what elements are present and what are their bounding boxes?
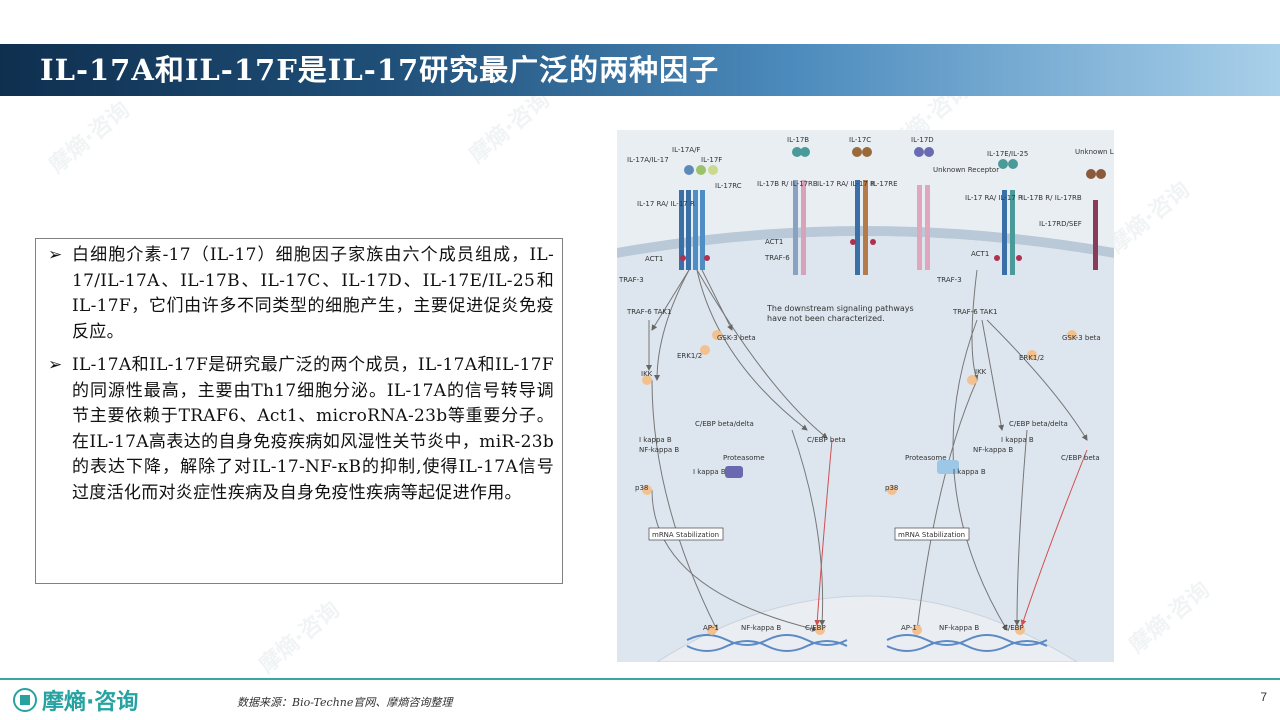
- proteasome-icon: [937, 460, 959, 474]
- pathway-svg: IL-17A/F IL-17A/IL-17 IL-17F IL-17B IL-1…: [617, 136, 1114, 662]
- label-erk: ERK1/2: [677, 352, 702, 360]
- label-traf6-tak1: TRAF-6 TAK1: [952, 308, 997, 316]
- watermark: 摩熵·咨询: [1124, 577, 1215, 659]
- label-mrna: mRNA Stabilization: [652, 531, 719, 539]
- label-il17ra-left: IL-17 RA/ IL-17 R: [637, 200, 695, 208]
- dna-strand-right: [886, 634, 1048, 646]
- label-act1: ACT1: [971, 250, 989, 258]
- label-nfkb: NF-kappa B: [973, 446, 1013, 454]
- receptor-il17e: [998, 159, 1018, 275]
- label-il17a-il17: IL-17A/IL-17: [627, 156, 669, 164]
- dna-strand-left: [686, 640, 848, 652]
- bullet-text: 白细胞介素-17（IL-17）细胞因子家族由六个成员组成，IL-17/IL-17…: [72, 245, 554, 342]
- label-act1: ACT1: [645, 255, 663, 263]
- label-traf3: TRAF-3: [936, 276, 962, 284]
- receptor-il17c: [852, 147, 872, 275]
- label-cebp: C/EBP: [1003, 624, 1024, 632]
- label-il17e: IL-17E/IL-25: [987, 150, 1028, 158]
- label-cebp-bd: C/EBP beta/delta: [1009, 420, 1068, 428]
- label-ikappab: I kappa B: [1001, 436, 1034, 444]
- footer-divider: [0, 678, 1280, 680]
- label-mrna: mRNA Stabilization: [898, 531, 965, 539]
- label-unknown-receptor: Unknown Receptor: [933, 166, 999, 174]
- title-banner: IL-17A和IL-17F是IL-17研究最广泛的两种因子: [0, 44, 1280, 96]
- mrna-box: [648, 527, 724, 541]
- brand-logo: 摩熵·咨询: [12, 684, 138, 716]
- brand-name: 摩熵·咨询: [42, 690, 139, 715]
- label-cebp: C/EBP: [805, 624, 826, 632]
- label-cebp-b: C/EBP beta: [1061, 454, 1100, 462]
- label-ap1: AP-1: [901, 624, 917, 632]
- label-ikappab: I kappa B: [693, 468, 726, 476]
- dna-strand-left: [686, 634, 848, 646]
- page-title: IL-17A和IL-17F是IL-17研究最广泛的两种因子: [40, 53, 720, 87]
- label-ikappab: I kappa B: [953, 468, 986, 476]
- label-proteasome: Proteasome: [905, 454, 947, 462]
- receptor-il17b: [792, 147, 810, 275]
- cytoplasm: [617, 236, 1114, 662]
- label-ikk: IKK: [975, 368, 987, 376]
- label-il17af: IL-17A/F: [672, 146, 700, 154]
- proteasome-icon: [725, 466, 743, 478]
- label-il17rc: IL-17RC: [715, 182, 742, 190]
- label-unknown-ligand: Unknown Ligand: [1075, 148, 1114, 156]
- label-nfkb: NF-kappa B: [741, 624, 781, 632]
- label-traf6: TRAF-6: [764, 254, 790, 262]
- receptor-il17ra-rc: [679, 165, 718, 270]
- receptor-il17rd: [1086, 169, 1106, 270]
- label-il17f: IL-17F: [701, 156, 722, 164]
- il17-signaling-diagram: IL-17A/F IL-17A/IL-17 IL-17F IL-17B IL-1…: [617, 130, 1114, 662]
- dna-strand-right: [886, 640, 1048, 652]
- bullet-item: ➢ IL-17A和IL-17F是研究最广泛的两个成员，IL-17A和IL-17F…: [48, 353, 554, 506]
- label-gsk3: GSK-3 beta: [717, 334, 756, 342]
- page-number: 7: [1260, 690, 1267, 704]
- label-il17br-left: IL-17B R/ IL-17RB: [757, 180, 818, 188]
- label-cebp-bd: C/EBP beta/delta: [695, 420, 754, 428]
- label-il17re: IL-17RE: [871, 180, 898, 188]
- label-traf6-tak1: TRAF-6 TAK1: [626, 308, 671, 316]
- label-nfkb: NF-kappa B: [939, 624, 979, 632]
- note-text: The downstream signaling pathways have n…: [767, 304, 914, 323]
- cell-membrane: [617, 226, 1114, 258]
- label-ikappab: I kappa B: [639, 436, 672, 444]
- label-il17d: IL-17D: [911, 136, 934, 144]
- label-proteasome: Proteasome: [723, 454, 765, 462]
- label-il17c: IL-17C: [849, 136, 871, 144]
- watermark: 摩熵·咨询: [254, 597, 345, 679]
- label-p38: p38: [885, 484, 898, 492]
- label-il17br-e: IL-17B R/ IL-17RB: [1021, 194, 1082, 202]
- label-il17rd: IL-17RD/SEF: [1039, 220, 1082, 228]
- mrna-box: [894, 527, 970, 541]
- label-il17ra-e: IL-17 RA/ IL-17 R: [965, 194, 1023, 202]
- label-cebp-b: C/EBP beta: [807, 436, 846, 444]
- label-p38: p38: [635, 484, 648, 492]
- data-source-note: 数据来源：Bio-Techne官网、摩熵咨询整理: [237, 696, 453, 709]
- watermark: 摩熵·咨询: [44, 97, 135, 179]
- label-il17b: IL-17B: [787, 136, 809, 144]
- label-act1: ACT1: [765, 238, 783, 246]
- label-nfkb: NF-kappa B: [639, 446, 679, 454]
- label-erk: ERK1/2: [1019, 354, 1044, 362]
- summary-text-box: ➢ 白细胞介素-17（IL-17）细胞因子家族由六个成员组成，IL-17/IL-…: [35, 238, 563, 584]
- note-box: The downstream signaling pathways have n…: [767, 304, 914, 323]
- brand-icon: [13, 688, 37, 712]
- arrow-bullet-icon: ➢: [48, 245, 63, 265]
- label-il17ra-c: IL-17 RA/ IL-17 R: [817, 180, 875, 188]
- label-gsk3: GSK-3 beta: [1062, 334, 1101, 342]
- bullet-item: ➢ 白细胞介素-17（IL-17）细胞因子家族由六个成员组成，IL-17/IL-…: [48, 243, 554, 345]
- label-traf3: TRAF-3: [618, 276, 644, 284]
- label-ap1: AP-1: [703, 624, 719, 632]
- arrow-bullet-icon: ➢: [48, 355, 63, 375]
- receptor-il17d: [914, 147, 934, 270]
- watermark: 摩熵·咨询: [1104, 177, 1195, 259]
- label-ikk: IKK: [641, 370, 653, 378]
- bullet-text: IL-17A和IL-17F是研究最广泛的两个成员，IL-17A和IL-17F的同…: [72, 355, 554, 503]
